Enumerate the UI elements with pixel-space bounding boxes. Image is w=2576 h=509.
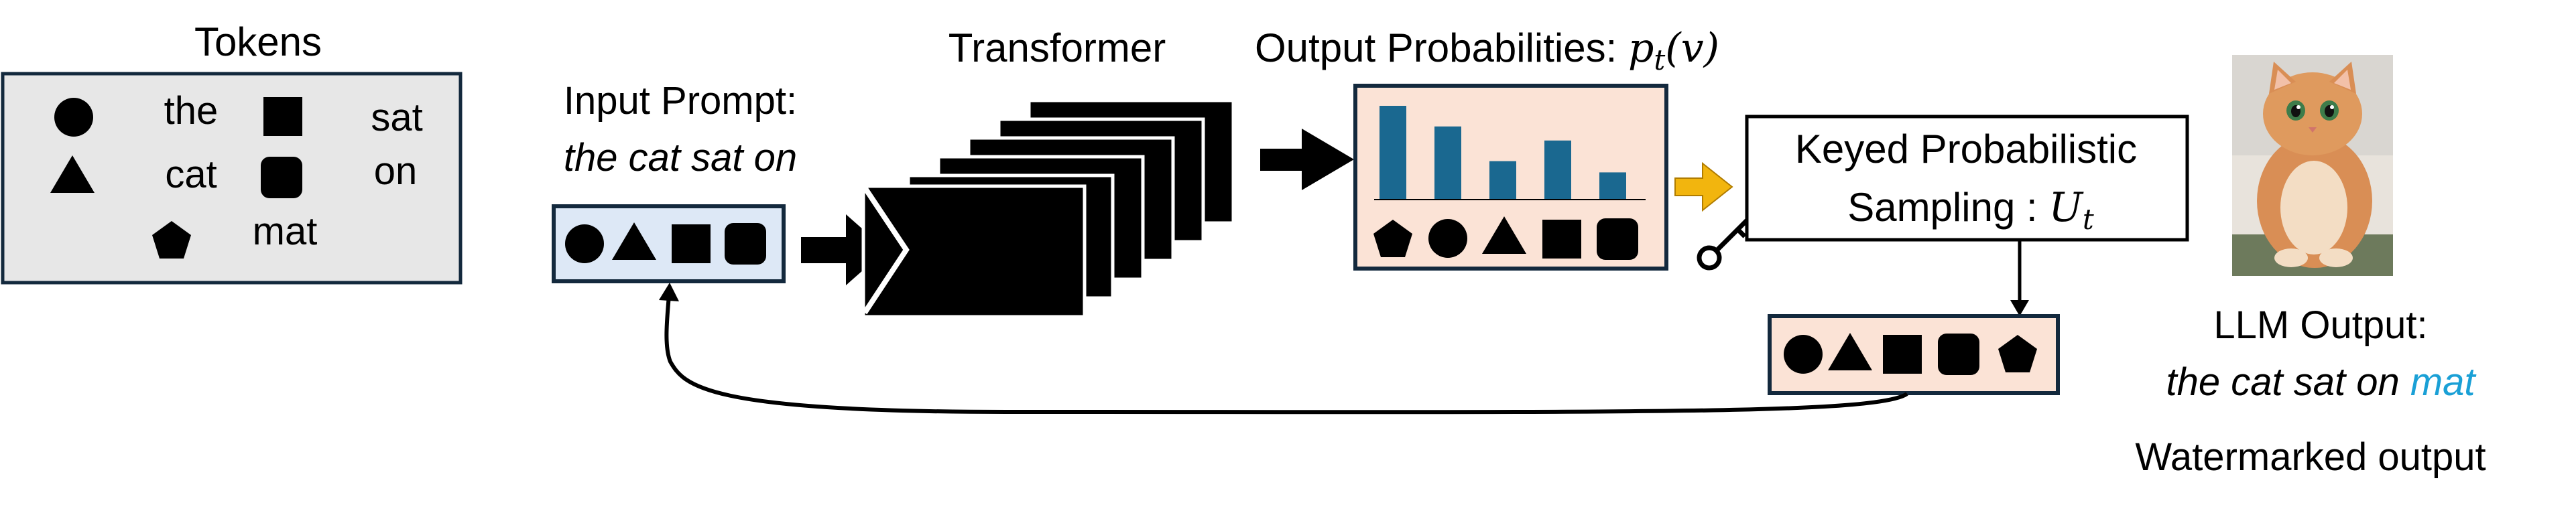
- keyed-sampling: Keyed Probabilistic Sampling : Ut: [1745, 115, 2189, 242]
- square-icon: [1883, 335, 1922, 374]
- input-prompt: Input Prompt: the cat sat on: [552, 79, 797, 283]
- probability-bar-4: [1544, 140, 1571, 200]
- circle-icon: [565, 224, 604, 263]
- tokens-panel: Tokens the cat sat on mat: [1, 19, 463, 285]
- probability-bar-5: [1599, 172, 1626, 200]
- rounded-square-icon: [725, 223, 766, 265]
- feedback-arrow: [664, 294, 1908, 415]
- orange-arrow: [1674, 161, 1733, 212]
- llm-output-label: LLM Output:: [2213, 303, 2427, 347]
- token-label-on: on: [374, 149, 418, 193]
- rounded-square-icon: [261, 157, 302, 198]
- probability-bar-3: [1489, 161, 1516, 200]
- tokens-title: Tokens: [194, 19, 322, 64]
- sampling-box: [1745, 115, 2189, 242]
- cat-photo: [2232, 55, 2393, 276]
- output-probabilities-label: Output Probabilities: pt(v): [1255, 25, 1719, 76]
- output-token-box: [1768, 314, 2060, 395]
- sampling-math-sub: t: [2083, 203, 2094, 236]
- circle-icon: [1784, 335, 1823, 374]
- prob-math-sub: t: [1654, 44, 1665, 76]
- llm-output: LLM Output: the cat sat on mat Watermark…: [2135, 303, 2486, 479]
- arrow-to-output-head: [2010, 300, 2029, 316]
- circle-icon: [54, 98, 93, 137]
- rounded-square-icon: [1597, 218, 1638, 260]
- token-label-mat: mat: [253, 210, 318, 253]
- llm-output-sentence: the cat sat on mat: [2166, 360, 2477, 404]
- input-prompt-text: the cat sat on: [564, 136, 797, 179]
- watermarked-caption: Watermarked output: [2135, 435, 2486, 479]
- transformer-layers: [861, 98, 1235, 319]
- prob-math-var: p: [1628, 25, 1654, 72]
- token-label-sat: sat: [371, 96, 422, 139]
- probability-bars: [1379, 106, 1626, 200]
- probability-bar-1: [1379, 106, 1406, 200]
- probability-bar-2: [1434, 126, 1461, 200]
- transformer-label: Transformer: [948, 25, 1166, 70]
- output-probabilities: Output Probabilities: pt(v): [1255, 25, 1719, 271]
- prob-math-arg: (v): [1665, 25, 1719, 72]
- input-prompt-label: Input Prompt:: [564, 79, 797, 123]
- square-icon: [263, 97, 302, 136]
- square-icon: [672, 224, 711, 263]
- feedback-arrow-head: [659, 283, 679, 301]
- token-label-the: the: [164, 89, 219, 133]
- circle-icon: [1428, 219, 1467, 258]
- arrow-to-probabilities: [1260, 129, 1354, 190]
- sampling-math-var: U: [2048, 184, 2084, 231]
- transformer: Transformer: [861, 25, 1235, 319]
- llm-output-highlight: mat: [2410, 360, 2477, 404]
- square-icon: [1542, 220, 1581, 259]
- rounded-square-icon: [1938, 334, 1979, 375]
- token-label-cat: cat: [165, 153, 217, 196]
- sampling-line1: Keyed Probabilistic: [1795, 127, 2137, 171]
- llm-output-text: the cat sat on: [2166, 360, 2410, 404]
- sampling-text: Sampling :: [1847, 185, 2048, 230]
- sampling-line2: Sampling : Ut: [1847, 184, 2094, 236]
- output-probabilities-text: Output Probabilities:: [1255, 25, 1628, 70]
